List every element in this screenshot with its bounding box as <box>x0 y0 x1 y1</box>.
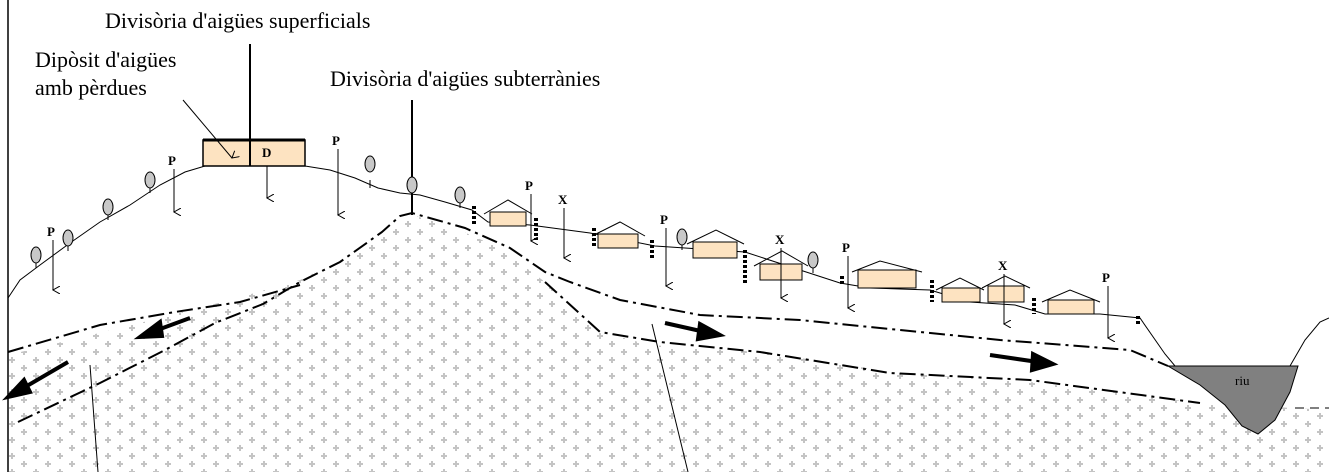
svg-text:X: X <box>998 258 1008 273</box>
house-icon <box>591 221 646 249</box>
water-tables <box>7 211 1201 423</box>
flow-arrows <box>2 316 1059 401</box>
tree-icon <box>30 246 42 268</box>
flow-arrow-3-head <box>695 320 726 342</box>
tank-label-line2: amb pèrdues <box>35 75 147 100</box>
fracture-left <box>89 364 99 472</box>
house-icon <box>935 277 985 303</box>
trees <box>30 155 819 273</box>
house-icon <box>483 199 533 227</box>
tree-icon <box>676 228 688 250</box>
house-icon <box>851 260 923 289</box>
tree-icon <box>62 229 74 251</box>
tank-label-line1: Dipòsit d'aigües <box>35 47 176 72</box>
water-table-upper-left <box>7 284 301 353</box>
svg-text:P: P <box>660 212 668 227</box>
surface-divide-label: Divisòria d'aigües superficials <box>105 8 370 33</box>
p-marker: P <box>660 212 668 286</box>
house-icon <box>686 229 745 259</box>
river-label: riu <box>1235 373 1250 388</box>
water-table-main <box>17 211 1169 423</box>
svg-text:P: P <box>168 153 176 168</box>
rock-substrate <box>8 215 1329 472</box>
water-table-lower-right <box>544 281 1201 404</box>
flow-arrow-1-head <box>133 318 165 340</box>
svg-text:X: X <box>558 192 568 207</box>
tree-icon <box>364 155 376 188</box>
tree-icon <box>807 251 819 273</box>
flow-arrow-2-head <box>2 376 33 401</box>
p-marker: P <box>525 178 533 241</box>
tree-icon <box>406 176 418 198</box>
tree-icon <box>454 186 466 208</box>
infiltration-markers: P P P P X P X P X P <box>47 133 1110 338</box>
tree-icon <box>102 198 114 220</box>
leaking-tank <box>202 139 306 167</box>
x-marker: X <box>775 232 785 298</box>
tank-tag: D <box>262 145 271 160</box>
retaining-walls <box>472 206 1140 324</box>
tank-pointer <box>182 99 232 158</box>
x-marker: X <box>998 258 1008 324</box>
svg-text:P: P <box>525 178 533 193</box>
fracture-right <box>651 323 689 472</box>
svg-text:P: P <box>1102 270 1110 285</box>
tree-icon <box>144 171 156 193</box>
p-marker: P <box>332 133 340 215</box>
flow-arrow-4 <box>989 353 1039 364</box>
river <box>1166 365 1299 435</box>
flow-arrow-4-head <box>1029 350 1059 373</box>
p-marker: P <box>168 153 176 212</box>
house-icon <box>981 275 1031 303</box>
p-marker: P <box>1102 270 1110 338</box>
p-marker: P <box>47 224 55 290</box>
svg-text:P: P <box>332 133 340 148</box>
house-icon <box>1041 289 1101 315</box>
svg-text:P: P <box>47 224 55 239</box>
svg-text:P: P <box>842 240 850 255</box>
svg-text:X: X <box>775 232 785 247</box>
houses <box>483 199 1101 315</box>
groundwater-divide-label: Divisòria d'aigües subterrànies <box>330 66 600 91</box>
x-marker: X <box>558 192 568 258</box>
p-marker: P <box>842 240 850 308</box>
